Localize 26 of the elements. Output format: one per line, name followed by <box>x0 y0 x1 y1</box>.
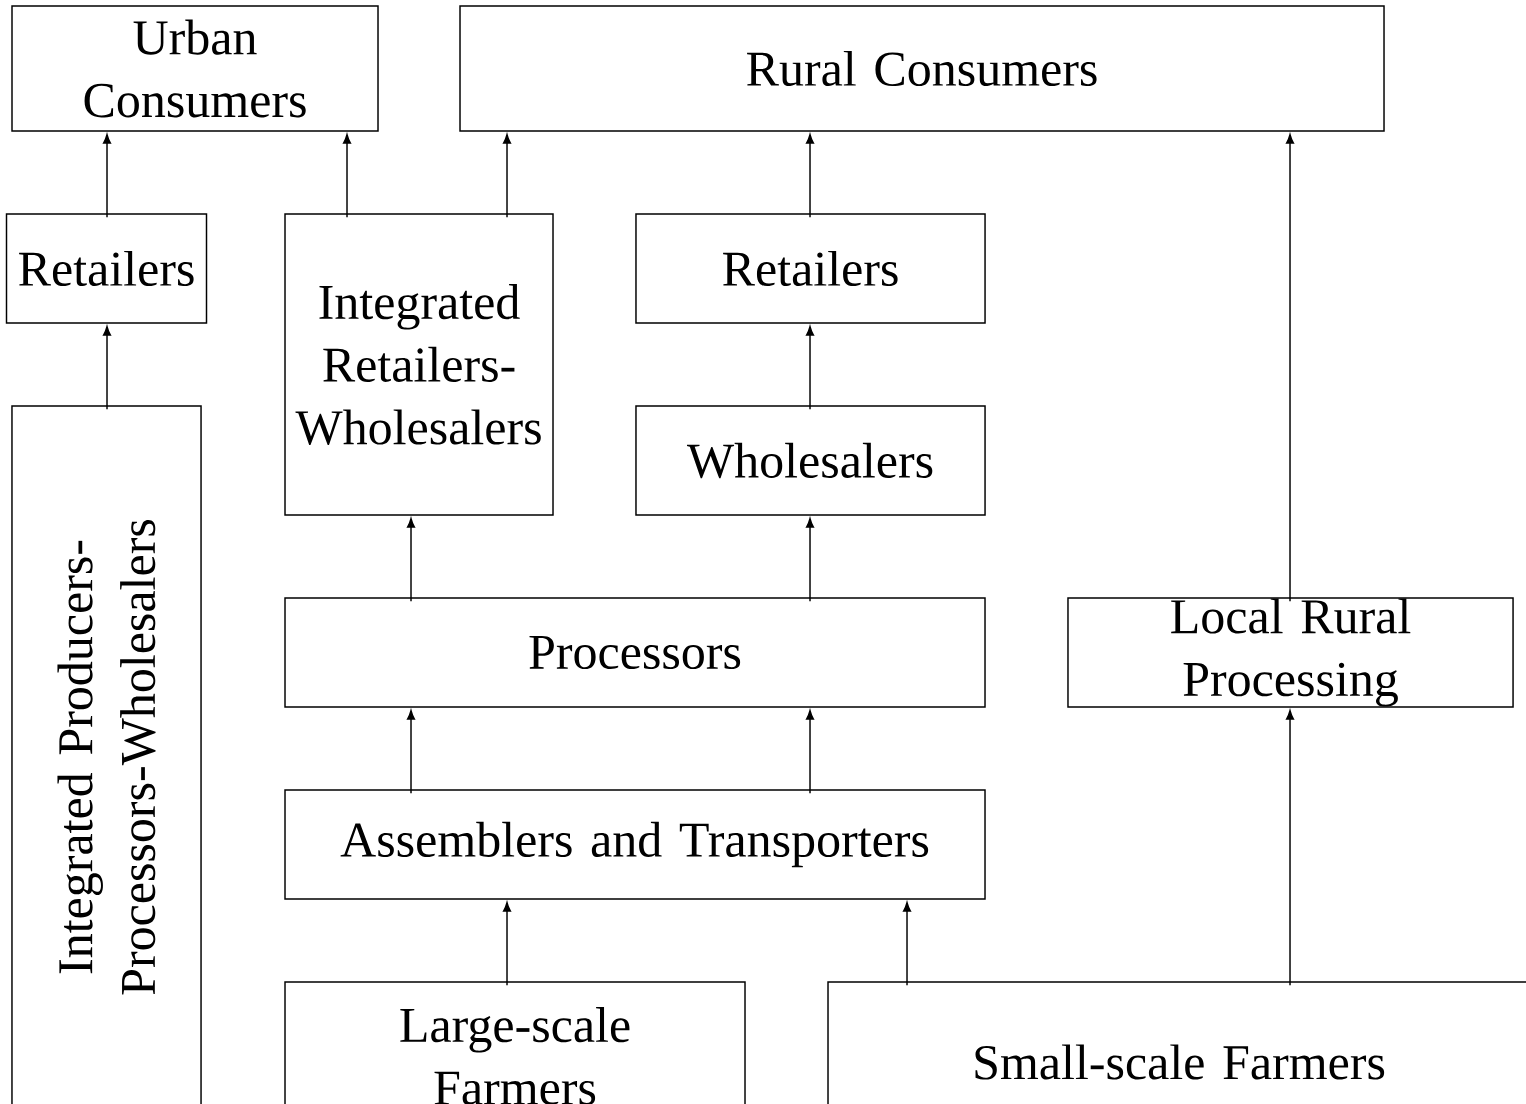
flow-box: Small-scale Farmers <box>827 981 1526 1104</box>
arrow <box>1285 709 1295 986</box>
flow-box: Retailers <box>635 213 986 324</box>
flow-box: Assemblers and Transporters <box>284 789 986 900</box>
flow-box: Integrated Producers-Processors-Wholesalers <box>11 405 202 1104</box>
arrow <box>1285 133 1295 602</box>
arrow <box>805 709 815 794</box>
arrow <box>406 517 416 602</box>
arrow <box>805 325 815 410</box>
arrow <box>102 325 112 410</box>
arrow <box>805 517 815 602</box>
arrow <box>102 133 112 218</box>
arrow <box>902 901 912 986</box>
flow-box: Integrated Retailers-Wholesalers <box>284 213 554 516</box>
arrow <box>406 709 416 794</box>
flow-box: Retailers <box>5 213 208 324</box>
arrow <box>805 133 815 218</box>
arrow <box>342 133 352 218</box>
flow-box: Urban Consumers <box>11 5 379 132</box>
flow-box: Wholesalers <box>635 405 986 516</box>
flow-box: Large-scale Farmers <box>284 981 746 1104</box>
arrow <box>502 133 512 218</box>
flow-box: Rural Consumers <box>459 5 1385 132</box>
flow-box: Local Rural Processing <box>1067 597 1514 708</box>
flow-box: Processors <box>284 597 986 708</box>
arrow <box>502 901 512 986</box>
